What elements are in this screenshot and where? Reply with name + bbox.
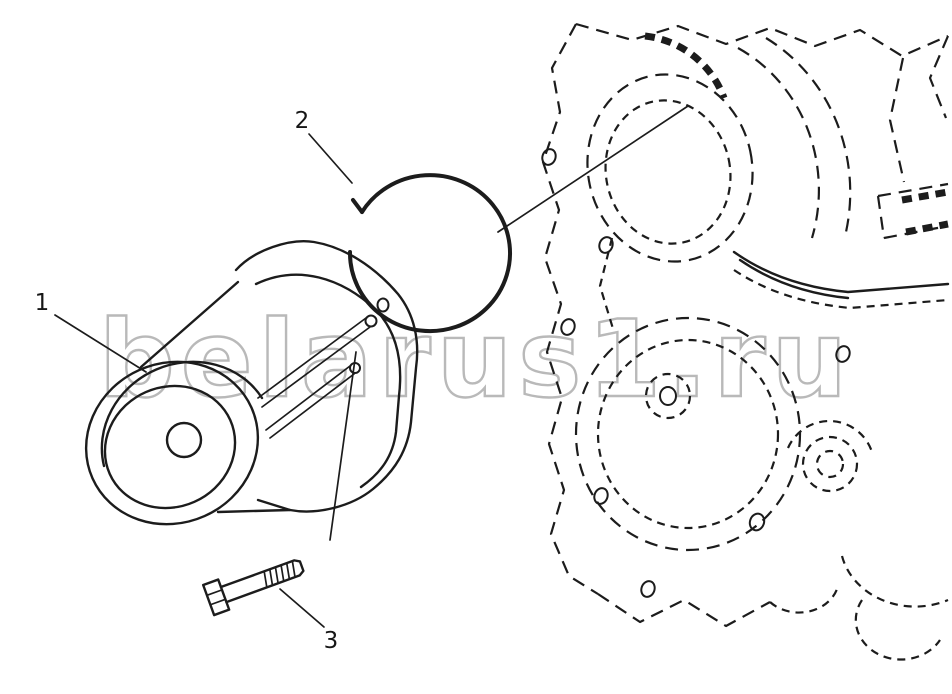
- cover-bottom-arc-a: [769, 585, 840, 614]
- engine-cover-drawing: [541, 22, 950, 661]
- pump-housing-inner-contour: [254, 273, 402, 489]
- cover-right-tab-b: [905, 220, 949, 236]
- thread: [280, 564, 285, 583]
- thread: [274, 566, 279, 585]
- cover-top-edge: [575, 22, 949, 58]
- thread: [291, 560, 296, 578]
- thread: [268, 568, 274, 587]
- cover-idler-inner: [815, 449, 845, 479]
- flange-rim-back-edge: [100, 360, 264, 468]
- bolt-hole: [748, 512, 766, 532]
- callout-3-leader: [279, 588, 325, 628]
- stud-b-line-2: [269, 373, 355, 439]
- bolt-drawing: [201, 559, 305, 617]
- cover-hub-circle: [644, 372, 692, 420]
- cover-mount-pad-edge: [738, 258, 850, 300]
- cover-band-arc-b: [765, 37, 852, 233]
- bolt-hole: [593, 487, 609, 505]
- bolt-threads: [263, 560, 296, 589]
- housing-to-bolt-leader: [329, 351, 357, 541]
- cover-right-edge-a: [928, 35, 950, 119]
- bolt-hole: [541, 148, 557, 166]
- cover-bottom-edge: [597, 593, 771, 628]
- pump-neck-bottom: [216, 508, 292, 514]
- callout-1-leader: [54, 314, 147, 373]
- cover-upper-opening-outer: [586, 73, 754, 263]
- flange-outer-rim: [84, 360, 260, 526]
- cover-upper-opening-inner: [604, 99, 732, 245]
- cover-band-arc-a: [737, 47, 820, 239]
- cover-hub-hole: [659, 386, 677, 406]
- cover-left-edge: [541, 23, 599, 595]
- cover-idler-outer: [801, 435, 859, 493]
- cover-bottom-arc-c: [854, 599, 941, 661]
- bolt-hole: [598, 236, 614, 254]
- cover-mount-pad-hidden: [733, 269, 949, 310]
- cover-inner-edge: [598, 237, 616, 333]
- housing-hole: [376, 297, 390, 313]
- callout-1-label: 1: [35, 290, 50, 316]
- callout-2-label: 2: [295, 108, 310, 134]
- thread: [263, 570, 268, 589]
- stud-a-line-1: [257, 317, 367, 399]
- bolt-shank: [219, 559, 305, 604]
- pump-neck-top: [139, 280, 240, 369]
- gasket-to-cover-leader: [497, 105, 689, 233]
- bolt-hole: [835, 345, 851, 363]
- leader-lines: [54, 105, 689, 628]
- water-pump-assembly-drawing: [84, 240, 419, 526]
- stud-a-tip: [364, 314, 378, 328]
- stud-a-line-2: [261, 326, 371, 408]
- cover-bottom-arc-b: [840, 555, 949, 608]
- gasket-ring-end: [351, 198, 364, 214]
- bolt-hole: [640, 580, 656, 598]
- gasket-ring: [347, 173, 512, 334]
- flange-inner-face: [103, 384, 237, 510]
- cover-bolt-holes: [541, 148, 851, 598]
- cover-idler-arc: [786, 419, 874, 453]
- cover-dark-rim: [644, 32, 728, 100]
- cover-mount-pad: [732, 250, 950, 294]
- pump-pulley-flange: [84, 360, 264, 526]
- flange-center-hole: [165, 421, 203, 459]
- bolt-head-facet-2: [209, 598, 227, 606]
- cover-right-tab-a: [901, 188, 949, 204]
- gasket-ring-drawing: [347, 173, 512, 334]
- callout-2-leader: [308, 133, 353, 184]
- thread: [285, 562, 291, 581]
- cover-lower-opening-inner: [596, 338, 780, 530]
- cover-lower-opening-outer: [574, 316, 802, 552]
- stud-b-line-1: [265, 365, 351, 431]
- bolt-head-facet-1: [206, 589, 223, 597]
- cover-right-edge-b: [888, 57, 906, 183]
- callout-3-label: 3: [324, 628, 339, 654]
- pump-housing-outline: [234, 240, 419, 513]
- pump-studs: [257, 297, 390, 439]
- bolt-hole: [560, 318, 576, 336]
